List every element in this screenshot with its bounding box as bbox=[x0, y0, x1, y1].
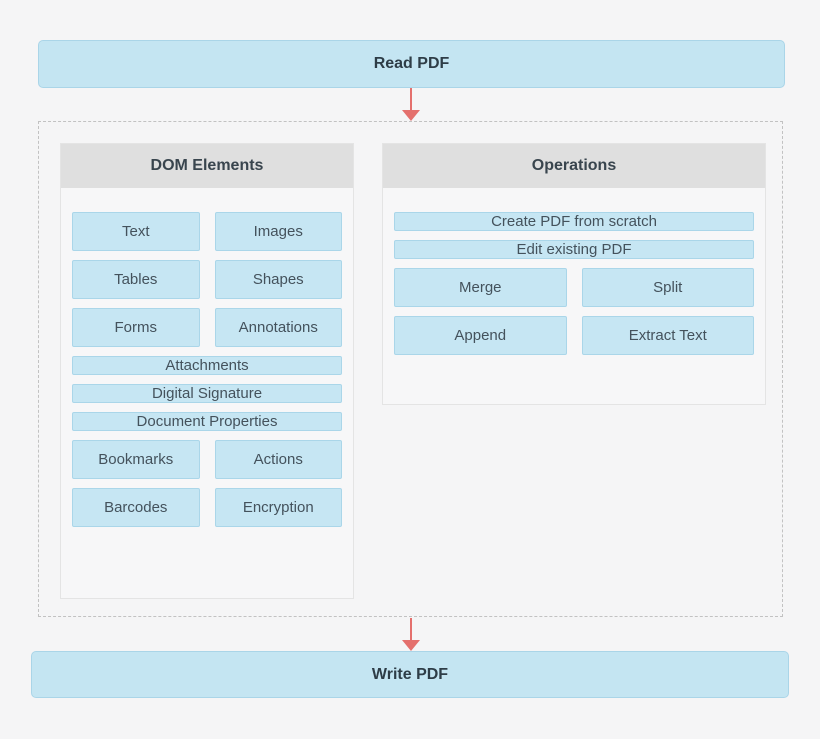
operations-row: Merge Split bbox=[394, 268, 754, 307]
dom-elements-panel: DOM Elements Text Images Tables Shapes F… bbox=[60, 143, 354, 599]
operations-header: Operations bbox=[383, 144, 765, 188]
dom-row: Forms Annotations bbox=[72, 308, 342, 347]
dom-elements-body: Text Images Tables Shapes Forms Annotati… bbox=[61, 188, 353, 541]
write-pdf-label: Write PDF bbox=[371, 665, 449, 683]
op-box-append: Append bbox=[394, 316, 567, 355]
dom-box-document-properties: Document Properties bbox=[72, 412, 342, 431]
read-pdf-label: Read PDF bbox=[373, 55, 450, 72]
down-arrow-icon bbox=[402, 618, 420, 651]
dom-box-tables: Tables bbox=[72, 260, 200, 299]
op-box-merge: Merge bbox=[394, 268, 567, 307]
down-arrow-icon bbox=[402, 88, 420, 121]
dom-row: Bookmarks Actions bbox=[72, 440, 342, 479]
arrow-shaft bbox=[410, 618, 412, 640]
dom-row: Text Images bbox=[72, 212, 342, 251]
dom-box-images: Images bbox=[214, 212, 342, 251]
arrow-shaft bbox=[410, 88, 412, 110]
operations-panel: Operations Create PDF from scratch Edit … bbox=[382, 143, 766, 405]
dom-box-bookmarks: Bookmarks bbox=[72, 440, 200, 479]
operations-title: Operations bbox=[531, 157, 617, 174]
read-pdf-banner: Read PDF bbox=[38, 40, 785, 88]
dom-box-actions: Actions bbox=[214, 440, 342, 479]
op-box-create-pdf: Create PDF from scratch bbox=[394, 212, 754, 231]
dom-elements-title: DOM Elements bbox=[150, 157, 264, 174]
dom-box-attachments: Attachments bbox=[72, 356, 342, 375]
dom-box-encryption: Encryption bbox=[214, 488, 342, 527]
dom-row: Tables Shapes bbox=[72, 260, 342, 299]
dom-box-text: Text bbox=[72, 212, 200, 251]
dom-box-forms: Forms bbox=[72, 308, 200, 347]
write-pdf-banner: Write PDF bbox=[31, 651, 789, 698]
dom-box-annotations: Annotations bbox=[214, 308, 342, 347]
dom-elements-header: DOM Elements bbox=[61, 144, 353, 188]
dom-box-shapes: Shapes bbox=[214, 260, 342, 299]
dom-box-barcodes: Barcodes bbox=[72, 488, 200, 527]
op-box-split: Split bbox=[581, 268, 754, 307]
operations-row: Append Extract Text bbox=[394, 316, 754, 355]
operations-body: Create PDF from scratch Edit existing PD… bbox=[383, 188, 765, 369]
arrow-head bbox=[402, 640, 420, 651]
dom-box-digital-signature: Digital Signature bbox=[72, 384, 342, 403]
op-box-edit-existing-pdf: Edit existing PDF bbox=[394, 240, 754, 259]
arrow-head bbox=[402, 110, 420, 121]
op-box-extract-text: Extract Text bbox=[581, 316, 754, 355]
processing-container bbox=[38, 121, 783, 617]
dom-row: Barcodes Encryption bbox=[72, 488, 342, 527]
